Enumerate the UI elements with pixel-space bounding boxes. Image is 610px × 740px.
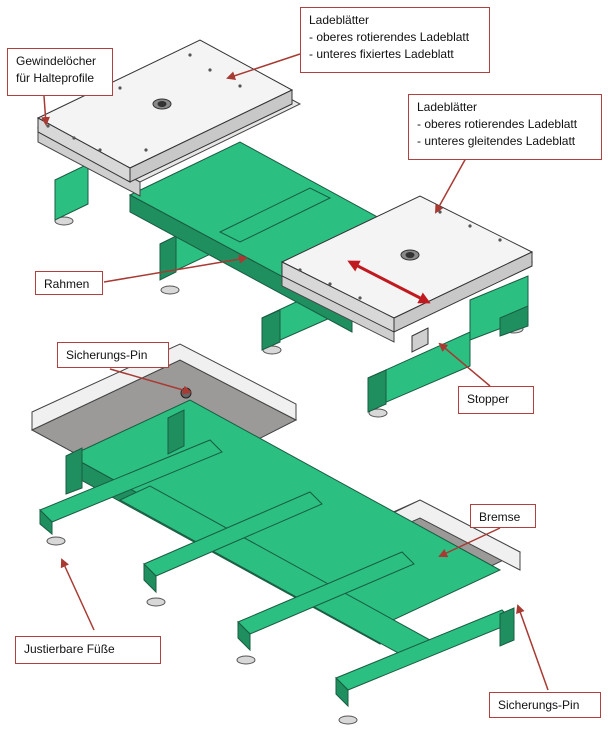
callout-line: - oberes rotierendes Ladeblatt xyxy=(309,30,470,44)
callout-line: Sicherungs-Pin xyxy=(498,698,580,712)
callout-safety-pin-top: Sicherungs-Pin xyxy=(57,342,169,368)
callout-line: Sicherungs-Pin xyxy=(66,348,148,362)
callout-line: Ladeblätter xyxy=(417,100,478,114)
bottom-assembly xyxy=(30,343,522,725)
callout-safety-pin-bottom: Sicherungs-Pin xyxy=(489,692,601,718)
adjustable-feet-top xyxy=(54,201,524,418)
leader-arrows xyxy=(41,53,549,691)
callout-line: Justierbare Füße xyxy=(24,642,115,656)
frame-crossbeams-bottom xyxy=(39,409,515,708)
callout-loading-plates-sliding: Ladeblätter - oberes rotierendes Ladebla… xyxy=(408,94,602,160)
callout-line: - unteres fixiertes Ladeblatt xyxy=(309,47,454,61)
callout-adjustable-feet: Justierbare Füße xyxy=(15,636,161,664)
callout-line: Bremse xyxy=(479,510,521,524)
callout-line: für Halteprofile xyxy=(16,71,95,85)
stopper-block xyxy=(411,327,429,353)
callout-line: - oberes rotierendes Ladeblatt xyxy=(417,117,578,131)
callout-line: - unteres gleitendes Ladeblatt xyxy=(417,134,576,148)
sliding-direction-arrow xyxy=(347,260,431,304)
upper-rotating-plate-right xyxy=(280,195,534,333)
callout-line: Ladeblätter xyxy=(309,13,370,27)
callout-stopper: Stopper xyxy=(458,386,534,414)
callout-loading-plates-fixed: Ladeblätter - oberes rotierendes Ladebla… xyxy=(300,7,490,73)
callout-line: Stopper xyxy=(467,392,510,406)
callout-line: Gewindelöcher xyxy=(16,54,97,68)
callout-frame: Rahmen xyxy=(35,271,103,295)
callout-brake: Bremse xyxy=(470,504,536,528)
callout-threaded-holes: Gewindelöcher für Halteprofile xyxy=(7,48,113,96)
callout-line: Rahmen xyxy=(44,277,90,291)
